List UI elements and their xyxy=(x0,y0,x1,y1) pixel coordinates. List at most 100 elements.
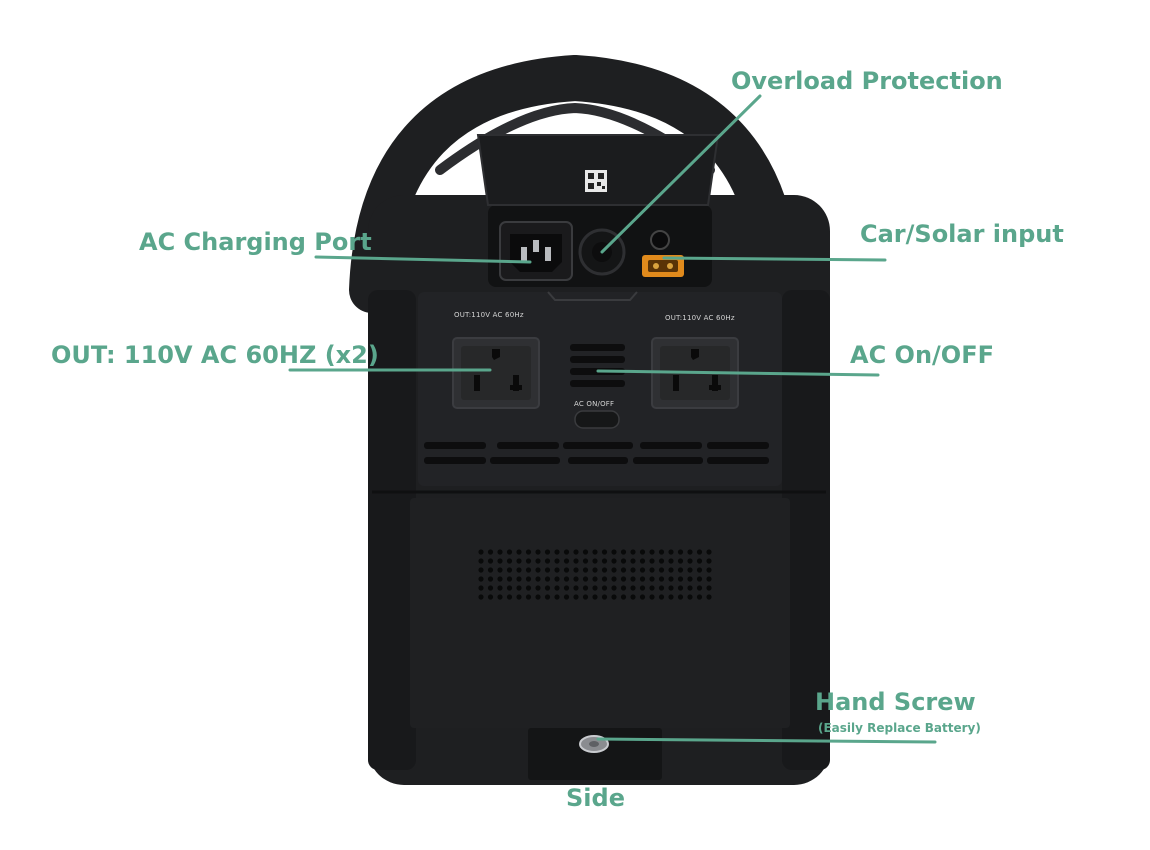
grille-hole xyxy=(601,585,608,591)
grille-hole xyxy=(516,576,522,582)
grille-hole xyxy=(687,585,693,591)
grille-hole xyxy=(582,594,589,600)
grille-hole xyxy=(563,594,570,600)
grille-hole xyxy=(696,594,703,600)
grille-hole xyxy=(497,558,503,564)
grille-hole xyxy=(649,585,655,591)
grille-hole xyxy=(639,567,646,573)
grille-hole xyxy=(563,558,570,564)
grille-hole xyxy=(601,576,608,582)
grille-hole xyxy=(544,558,551,564)
grille-hole xyxy=(487,558,494,564)
grille-hole xyxy=(706,558,712,564)
grille-hole xyxy=(497,585,503,591)
callout-ac-charging-port: AC Charging Port xyxy=(139,228,372,256)
callout-hand-screw-note: (Easily Replace Battery) xyxy=(818,721,981,735)
grille-hole xyxy=(554,567,560,573)
grille-hole xyxy=(497,567,503,573)
grille-hole xyxy=(630,576,636,582)
dc-barrel-input xyxy=(650,230,670,250)
carry-handle xyxy=(349,54,801,313)
grille-hole xyxy=(649,558,655,564)
grille-hole xyxy=(649,567,655,573)
grille-hole xyxy=(592,549,598,555)
grille-hole xyxy=(497,549,503,555)
grille-hole xyxy=(516,585,522,591)
grille-hole xyxy=(535,585,541,591)
grille-hole xyxy=(544,576,551,582)
grille-hole xyxy=(506,549,513,555)
grille-hole xyxy=(601,567,608,573)
grille-hole xyxy=(487,585,494,591)
leader-ac-charging xyxy=(314,255,532,264)
grille-hole xyxy=(535,594,541,600)
grille-hole xyxy=(563,549,570,555)
grille-hole xyxy=(554,594,560,600)
grille-hole xyxy=(668,576,674,582)
grille-hole xyxy=(573,576,579,582)
grille-hole xyxy=(696,585,703,591)
grille-hole xyxy=(611,549,617,555)
grille-hole xyxy=(630,567,636,573)
grille-hole xyxy=(668,567,674,573)
grille-hole xyxy=(611,558,617,564)
grille-hole xyxy=(573,585,579,591)
grille-hole xyxy=(620,594,627,600)
grille-hole xyxy=(506,594,513,600)
grille-hole xyxy=(487,549,494,555)
grille-hole xyxy=(677,549,684,555)
grille-hole xyxy=(563,585,570,591)
grille-hole xyxy=(582,549,589,555)
grille-hole xyxy=(658,567,665,573)
grille-hole xyxy=(554,585,560,591)
grille-hole xyxy=(630,585,636,591)
grille-hole xyxy=(696,549,703,555)
grille-hole xyxy=(506,558,513,564)
grille-hole xyxy=(563,567,570,573)
grille-hole xyxy=(535,549,541,555)
grille-hole xyxy=(582,585,589,591)
grille-hole xyxy=(506,567,513,573)
grille-hole xyxy=(478,594,484,600)
grille-hole xyxy=(592,585,598,591)
grille-hole xyxy=(554,576,560,582)
grille-hole xyxy=(563,576,570,582)
grille-hole xyxy=(639,549,646,555)
grille-hole xyxy=(516,558,522,564)
callout-hand-screw: Hand Screw xyxy=(815,688,976,716)
grille-hole xyxy=(630,549,636,555)
grille-hole xyxy=(573,567,579,573)
grille-hole xyxy=(687,558,693,564)
grille-hole xyxy=(649,549,655,555)
grille-hole xyxy=(592,567,598,573)
leader-hand-screw xyxy=(596,737,937,744)
grille-hole xyxy=(582,576,589,582)
ac-switch-label: AC ON/OFF xyxy=(574,400,615,408)
grille-hole xyxy=(487,576,494,582)
grille-hole xyxy=(658,576,665,582)
grille-hole xyxy=(506,576,513,582)
grille-hole xyxy=(487,594,494,600)
grille-hole xyxy=(649,594,655,600)
grille-hole xyxy=(592,594,598,600)
grille-hole xyxy=(487,567,494,573)
grille-hole xyxy=(696,576,703,582)
grille-hole xyxy=(525,549,532,555)
outlet-right-rating: OUT:110V AC 60Hz xyxy=(665,314,735,322)
grille-hole xyxy=(620,576,627,582)
grille-hole xyxy=(706,549,712,555)
grille-hole xyxy=(658,549,665,555)
grille-hole xyxy=(544,594,551,600)
callout-car-solar-input: Car/Solar input xyxy=(860,220,1064,248)
grille-hole xyxy=(573,549,579,555)
grille-hole xyxy=(687,576,693,582)
grille-hole xyxy=(592,576,598,582)
grille-hole xyxy=(544,585,551,591)
grille-hole xyxy=(687,567,693,573)
grille-hole xyxy=(639,558,646,564)
grille-hole xyxy=(706,585,712,591)
grille-hole xyxy=(668,558,674,564)
grille-hole xyxy=(601,558,608,564)
grille-hole xyxy=(535,567,541,573)
